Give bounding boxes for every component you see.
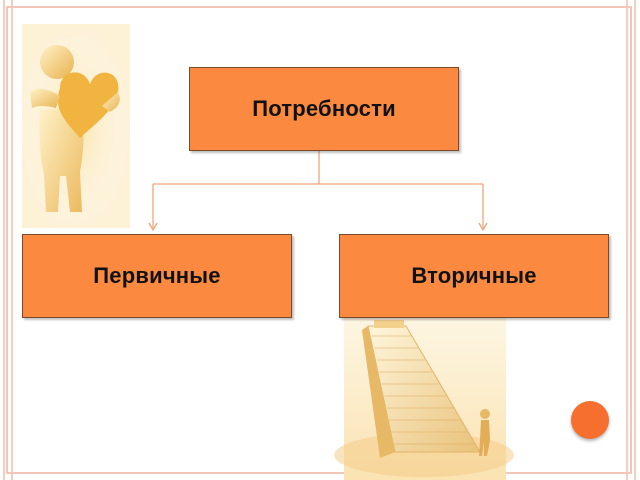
frame-stripe-right-inner: [626, 0, 628, 480]
frame-stripe-left-inner: [11, 0, 13, 480]
root-node-label: Потребности: [252, 96, 396, 121]
arrowhead-right: [478, 222, 488, 232]
secondary-needs-box: Вторичные: [339, 234, 609, 318]
root-node-box: Потребности: [189, 67, 459, 151]
frame-stripe-left: [3, 0, 5, 480]
decorative-circle: [571, 401, 609, 439]
slide-border: [6, 6, 632, 474]
arrowhead-left: [148, 222, 158, 232]
primary-needs-label: Первичные: [93, 263, 221, 288]
primary-needs-box: Первичные: [22, 234, 292, 318]
secondary-needs-label: Вторичные: [411, 263, 537, 288]
frame-stripe-right: [634, 0, 636, 480]
